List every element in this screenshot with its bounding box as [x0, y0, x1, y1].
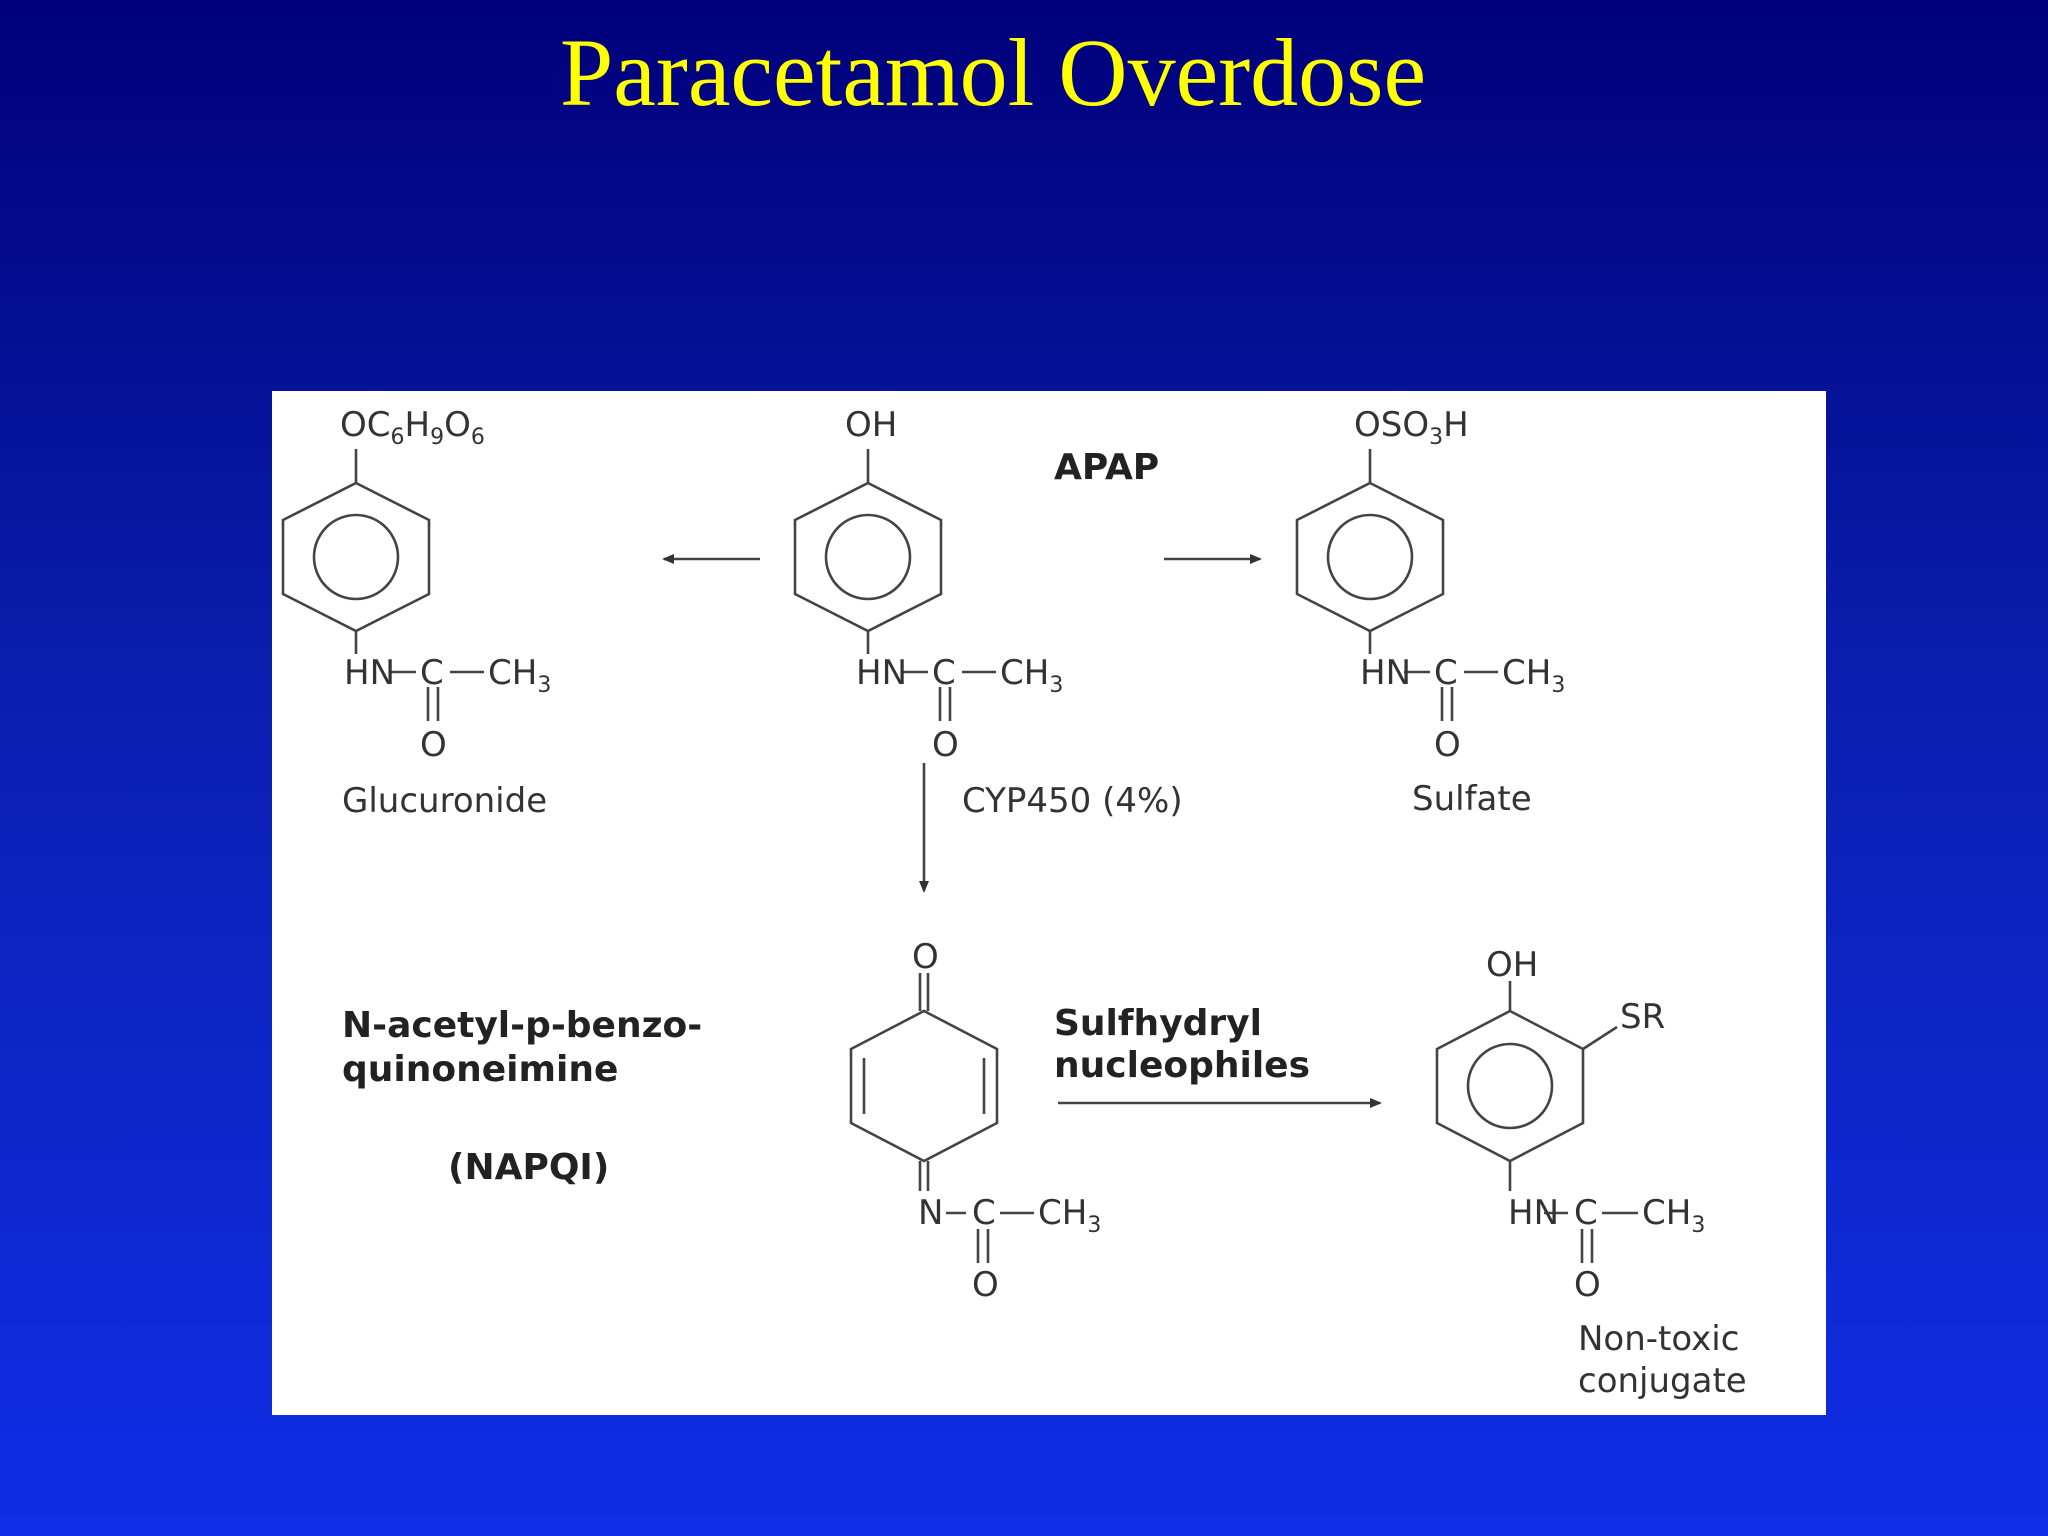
glucuronide-hn: HN [344, 653, 395, 693]
napqi-o-top: O [912, 937, 939, 977]
glucuronide-o: O [420, 725, 447, 765]
apap-oh: OH [845, 405, 898, 445]
sulfate-top-group: OSO3H [1354, 405, 1469, 450]
napqi-o-bottom: O [972, 1265, 999, 1305]
conjugate-o: O [1574, 1265, 1601, 1305]
napqi-c: C [972, 1193, 996, 1233]
slide-title: Paracetamol Overdose [559, 19, 1427, 126]
apap-hn: HN [856, 653, 907, 693]
sulfate-caption: Sulfate [1412, 779, 1532, 819]
napqi-name-line1: N-acetyl-p-benzo- [342, 1005, 703, 1046]
apap-c: C [932, 653, 956, 693]
glucuronide-caption: Glucuronide [342, 781, 548, 821]
napqi-name-line2: quinoneimine [342, 1049, 619, 1090]
apap-label: APAP [1054, 447, 1160, 488]
conjugate-sr: SR [1620, 997, 1666, 1037]
conjugate-caption-line1: Non-toxic [1578, 1319, 1740, 1359]
sulfhydryl-line1: Sulfhydryl [1054, 1003, 1262, 1044]
conjugate-c: C [1574, 1193, 1598, 1233]
sulfate-hn: HN [1360, 653, 1411, 693]
conjugate-structure [1435, 981, 1638, 1263]
apap-o: O [932, 725, 959, 765]
napqi-structure [849, 973, 1034, 1263]
napqi-ch3: CH3 [1038, 1193, 1102, 1238]
sulfhydryl-line2: nucleophiles [1054, 1045, 1311, 1086]
diagram-bonds [281, 449, 1638, 1263]
glucuronide-c: C [420, 653, 444, 693]
conjugate-oh: OH [1486, 945, 1539, 985]
apap-ch3: CH3 [1000, 653, 1064, 698]
conjugate-ch3: CH3 [1642, 1193, 1706, 1238]
metabolism-diagram: APAP OH HN C CH3 O CYP450 (4%) OC6H9O6 H… [272, 391, 1826, 1415]
cyp450-label: CYP450 (4%) [962, 781, 1183, 821]
sulfate-structure [1295, 449, 1498, 721]
sulfate-ch3: CH3 [1502, 653, 1566, 698]
conjugate-caption-line2: conjugate [1578, 1361, 1747, 1401]
sulfate-c: C [1434, 653, 1458, 693]
apap-structure [793, 449, 996, 721]
conjugate-hn: HN [1508, 1193, 1559, 1233]
glucuronide-ch3: CH3 [488, 653, 552, 698]
glucuronide-structure [281, 449, 484, 721]
glucuronide-top-group: OC6H9O6 [340, 405, 485, 450]
napqi-n: N [918, 1193, 944, 1233]
napqi-abbrev: (NAPQI) [448, 1147, 610, 1188]
sulfate-o: O [1434, 725, 1461, 765]
